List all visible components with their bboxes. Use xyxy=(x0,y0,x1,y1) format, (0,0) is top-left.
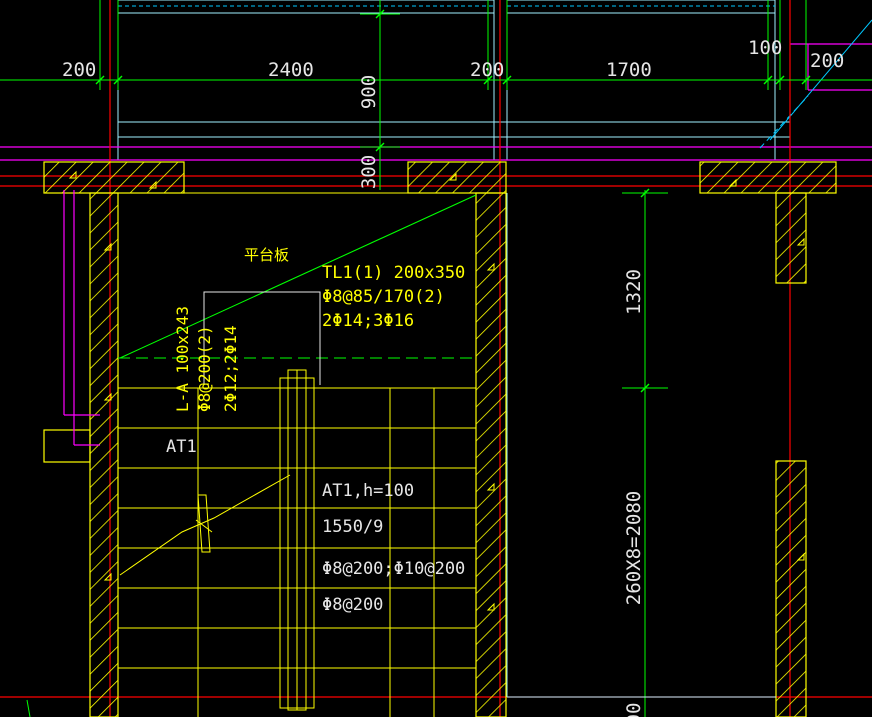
dim-2080: 260X8=2080 xyxy=(623,491,645,605)
label-at1-line2: 1550/9 xyxy=(322,517,383,537)
dim-top-1700: 1700 xyxy=(606,59,652,81)
wall-mid xyxy=(475,192,507,717)
dim-1320: 1320 xyxy=(623,269,645,315)
stair-outline xyxy=(117,192,477,717)
wall-right-lower xyxy=(775,460,807,717)
stair-texts: AT1 AT1,h=100 1550/9 Φ8@200;Φ10@200 Φ8@2… xyxy=(166,437,465,615)
dim-top-200-left: 200 xyxy=(62,59,96,81)
dim-top-200-right: 200 xyxy=(810,50,844,72)
wall-markers xyxy=(68,170,805,611)
wall-right-upper xyxy=(775,192,807,284)
dim-cut-00: 00 xyxy=(623,703,645,717)
label-at1-line3: Φ8@200;Φ10@200 xyxy=(322,559,465,579)
label-la-line3: 2Φ12;2Φ14 xyxy=(221,325,240,412)
beam-top-mid xyxy=(407,161,507,194)
label-tl1-line2: Φ8@85/170(2) xyxy=(322,287,445,307)
label-platform-slab: 平台板 xyxy=(244,246,289,264)
label-la-line1: L-A 100x243 xyxy=(173,306,192,412)
label-la-line2: Φ8@200(2) xyxy=(195,325,214,412)
dimension-ticks xyxy=(95,9,811,393)
top-dimension-texts: 200 2400 200 1700 100 200 xyxy=(62,37,844,81)
dim-top-2400: 2400 xyxy=(268,59,314,81)
label-tl1-line1: TL1(1) 200x350 xyxy=(322,263,465,283)
pipe-left xyxy=(63,190,100,446)
slab-diagonal xyxy=(119,194,477,359)
dim-900: 900 xyxy=(358,75,380,109)
leader-lines xyxy=(203,291,321,385)
label-at1-line4: Φ8@200 xyxy=(322,595,383,615)
right-stair-outline xyxy=(506,193,776,698)
walls xyxy=(43,161,837,717)
dim-top-100: 100 xyxy=(748,37,782,59)
annotation-texts: 平台板 TL1(1) 200x350 Φ8@85/170(2) 2Φ14;3Φ1… xyxy=(173,246,465,412)
dim-top-200-mid: 200 xyxy=(470,59,504,81)
vertical-dimension-texts: 900 300 1320 260X8=2080 00 xyxy=(358,75,645,717)
dim-300: 300 xyxy=(358,155,380,189)
label-tl1-line3: 2Φ14;3Φ16 xyxy=(322,311,414,331)
label-at1-tag: AT1 xyxy=(166,437,197,457)
beam-top-left xyxy=(43,161,185,194)
label-at1-line1: AT1,h=100 xyxy=(322,481,414,501)
wall-left xyxy=(89,192,119,717)
beam-top-right xyxy=(699,161,837,194)
left-stub xyxy=(43,429,91,463)
stair-direction-arrow xyxy=(119,474,291,576)
